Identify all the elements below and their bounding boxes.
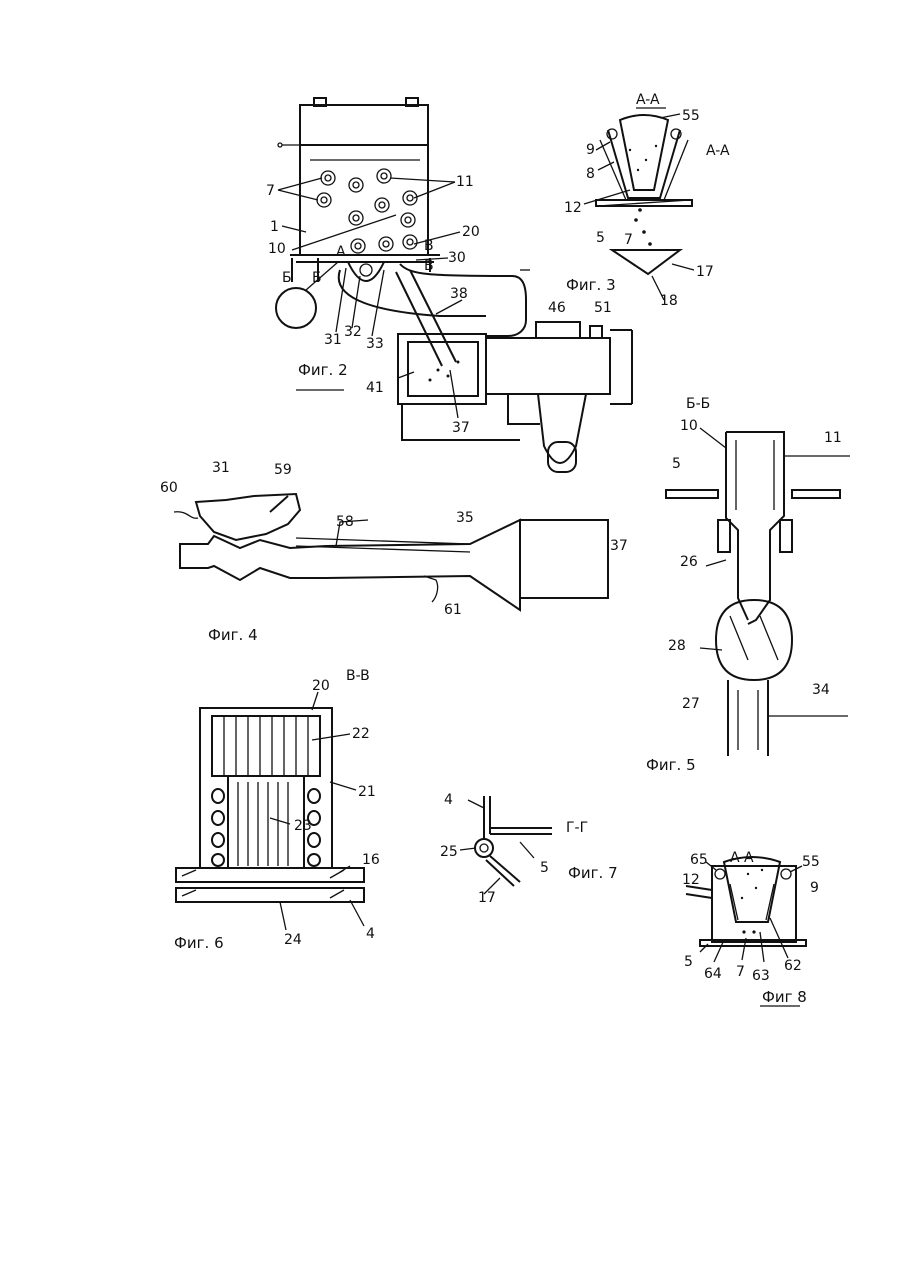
fig2-label-11: 11 xyxy=(456,174,474,190)
fig7-label-4: 4 xyxy=(444,792,453,808)
fig3-caption: Фиг. 3 xyxy=(566,276,616,294)
fig2-label-10: 10 xyxy=(268,241,286,257)
fig2-label-b2: Б xyxy=(312,270,322,286)
fig6-label-4: 4 xyxy=(366,926,375,942)
fig8-section-aa: A-A xyxy=(730,850,754,866)
fig8-label-9: 9 xyxy=(810,880,819,896)
fig5-label-5: 5 xyxy=(672,456,681,472)
fig8-label-55: 55 xyxy=(802,854,820,870)
fig2-label-20: 20 xyxy=(462,224,480,240)
fig4-label-59: 59 xyxy=(274,462,292,478)
fig7-label-25: 25 xyxy=(440,844,458,860)
fig2-label-v1: B xyxy=(424,238,434,254)
fig7-caption: Фиг. 7 xyxy=(568,864,618,882)
nozzle-array xyxy=(317,169,417,253)
fig3-label-8: 8 xyxy=(586,166,595,182)
fig6-caption: Фиг. 6 xyxy=(174,934,224,952)
fig2-label-51: 51 xyxy=(594,300,612,316)
fig6-label-23: 23 xyxy=(294,818,312,834)
fig2-label-v2: B xyxy=(424,258,434,274)
fig2-label-33: 33 xyxy=(366,336,384,352)
fig7-label-5: 5 xyxy=(540,860,549,876)
fig8-caption: Фиг 8 xyxy=(762,988,807,1006)
figure-7: 4 5 25 17 Г-Г Фиг. 7 xyxy=(440,792,618,906)
fig7-label-17: 17 xyxy=(478,890,496,906)
fig3-label-12: 12 xyxy=(564,200,582,216)
fig7-section-gg: Г-Г xyxy=(566,820,588,836)
figure-3: A-A 55 A-A 9 8 12 5 7 17 18 Фиг. 3 xyxy=(564,92,730,309)
fig5-label-28: 28 xyxy=(668,638,686,654)
fig3-label-55: 55 xyxy=(682,108,700,124)
fig2-label-32: 32 xyxy=(344,324,362,340)
fig4-label-37: 37 xyxy=(610,538,628,554)
fig5-label-27: 27 xyxy=(682,696,700,712)
fig5-label-34: 34 xyxy=(812,682,830,698)
fig2-label-31: 31 xyxy=(324,332,342,348)
fig4-label-31: 31 xyxy=(212,460,230,476)
fig5-label-10: 10 xyxy=(680,418,698,434)
fig6-label-20: 20 xyxy=(312,678,330,694)
fig2-caption: Фиг. 2 xyxy=(298,361,348,379)
fig2-label-46: 46 xyxy=(548,300,566,316)
figure-8: A-A 65 55 12 9 64 7 63 62 5 Фиг 8 xyxy=(682,850,820,1006)
fig5-label-11: 11 xyxy=(824,430,842,446)
fig8-label-12: 12 xyxy=(682,872,700,888)
fig2-label-a: A xyxy=(336,244,346,260)
fig2-label-37: 37 xyxy=(452,420,470,436)
fig4-label-35: 35 xyxy=(456,510,474,526)
fig3-label-17: 17 xyxy=(696,264,714,280)
fig2-label-b1: Б xyxy=(282,270,292,286)
fig3-label-7: 7 xyxy=(624,232,633,248)
fig8-label-7: 7 xyxy=(736,964,745,980)
fig4-label-61: 61 xyxy=(444,602,462,618)
figure-4: 31 59 60 58 35 37 61 Фиг. 4 xyxy=(160,460,628,644)
fig8-label-5: 5 xyxy=(684,954,693,970)
fig4-label-60: 60 xyxy=(160,480,178,496)
fig6-label-16: 16 xyxy=(362,852,380,868)
fig2-label-30: 30 xyxy=(448,250,466,266)
fig8-label-64: 64 xyxy=(704,966,722,982)
fig2-label-41: 41 xyxy=(366,380,384,396)
fig2-label-1: 1 xyxy=(270,219,279,235)
fig5-label-26: 26 xyxy=(680,554,698,570)
fig6-label-22: 22 xyxy=(352,726,370,742)
fig8-label-63: 63 xyxy=(752,968,770,984)
fig2-label-7: 7 xyxy=(266,183,275,199)
figure-6: B-B 20 22 21 23 16 24 4 Фиг. 6 xyxy=(174,668,380,952)
fig3-section-aa: A-A xyxy=(636,92,660,108)
fig6-label-21: 21 xyxy=(358,784,376,800)
fig3-label-5: 5 xyxy=(596,230,605,246)
figure-5: Б-Б 10 11 5 26 28 27 34 Фиг. 5 xyxy=(646,396,850,774)
fig8-label-65: 65 xyxy=(690,852,708,868)
fig5-caption: Фиг. 5 xyxy=(646,756,696,774)
fig2-label-38: 38 xyxy=(450,286,468,302)
fig3-section-aa-right: A-A xyxy=(706,143,730,159)
fig3-label-9: 9 xyxy=(586,142,595,158)
fig8-label-62: 62 xyxy=(784,958,802,974)
fig6-section-vv: B-B xyxy=(346,668,370,684)
fig4-label-58: 58 xyxy=(336,514,354,530)
fig3-label-18: 18 xyxy=(660,293,678,309)
fig6-label-24: 24 xyxy=(284,932,302,948)
fig4-caption: Фиг. 4 xyxy=(208,626,258,644)
fig5-section-bb: Б-Б xyxy=(686,396,710,412)
